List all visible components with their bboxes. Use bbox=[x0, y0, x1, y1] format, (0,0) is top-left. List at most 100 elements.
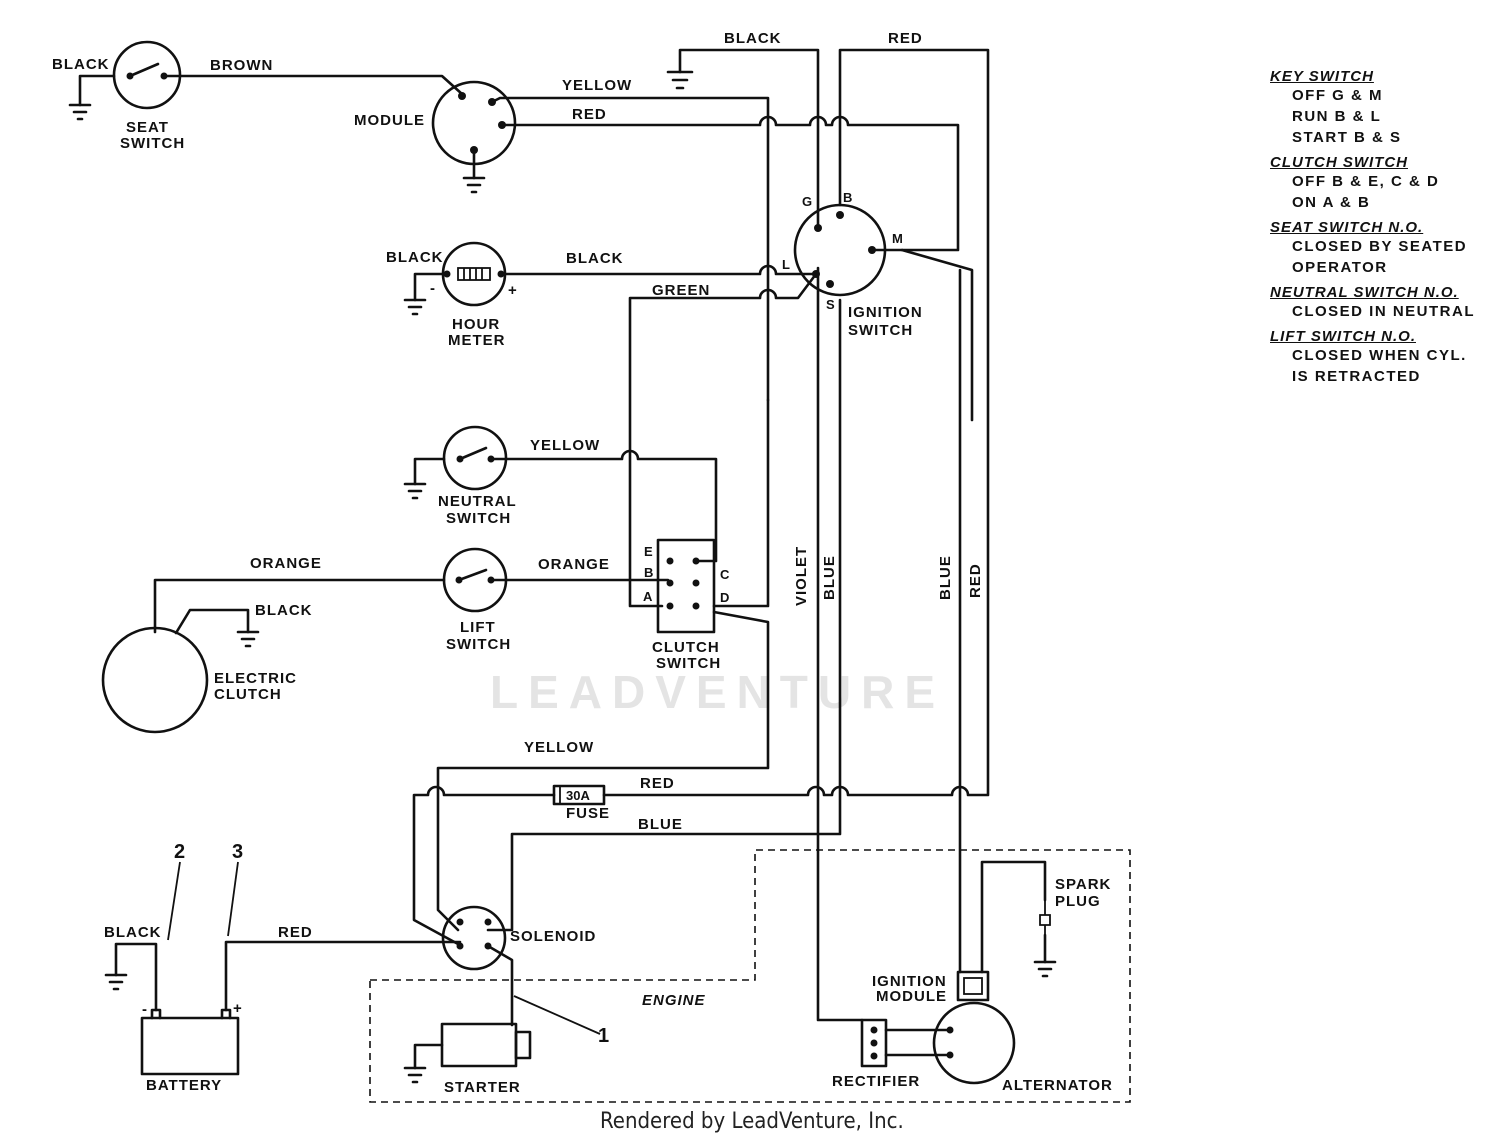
label-blue-v2: BLUE bbox=[937, 555, 954, 600]
label-lift-switch-1: LIFT bbox=[460, 619, 496, 636]
starter bbox=[440, 1022, 532, 1068]
battery bbox=[140, 1008, 240, 1076]
engine-boundary bbox=[369, 849, 1131, 1103]
label-ignition-module-1: IGNITION bbox=[872, 973, 947, 990]
label-electric-clutch-2: CLUTCH bbox=[214, 686, 282, 703]
label-top-red: RED bbox=[888, 30, 923, 47]
label-bat-plus: + bbox=[233, 1000, 243, 1017]
legend-heading: KEY SWITCH bbox=[1270, 68, 1374, 85]
hour-meter bbox=[441, 241, 507, 307]
label-hour-meter-2: METER bbox=[448, 332, 506, 349]
electric-clutch bbox=[101, 626, 209, 734]
label-num-2: 2 bbox=[174, 841, 185, 863]
label-ign-b: B bbox=[843, 190, 852, 205]
label-clutch-black: BLACK bbox=[255, 602, 313, 619]
watermark: LEADVENTURE bbox=[490, 666, 945, 718]
label-battery: BATTERY bbox=[146, 1077, 222, 1094]
legend-row: IS RETRACTED bbox=[1292, 368, 1421, 385]
label-cs-d: D bbox=[720, 590, 729, 605]
legend-key-switch: KEY SWITCH OFF G & M RUN B & L START B &… bbox=[1270, 68, 1485, 148]
label-hour-meter-1: HOUR bbox=[452, 316, 500, 333]
label-hm-minus: - bbox=[430, 280, 436, 297]
label-cs-c: C bbox=[720, 567, 730, 582]
label-electric-clutch-1: ELECTRIC bbox=[214, 670, 297, 687]
legend-row: CLOSED IN NEUTRAL bbox=[1292, 303, 1475, 320]
label-seat-brown: BROWN bbox=[210, 57, 273, 74]
label-rectifier: RECTIFIER bbox=[832, 1073, 920, 1090]
legend-seat-switch: SEAT SWITCH N.O. CLOSED BY SEATED OPERAT… bbox=[1270, 219, 1485, 278]
label-cs-a: A bbox=[643, 589, 653, 604]
legend-row: OPERATOR bbox=[1292, 259, 1388, 276]
label-seat-switch-2: SWITCH bbox=[120, 135, 185, 152]
footer-credit: Rendered by LeadVenture, Inc. bbox=[600, 1109, 904, 1134]
label-blue-v1: BLUE bbox=[821, 555, 838, 600]
label-lift-orange-left: ORANGE bbox=[250, 555, 322, 572]
spark-plug bbox=[1039, 900, 1051, 935]
clutch-switch bbox=[656, 538, 716, 634]
label-ignition-switch-1: IGNITION bbox=[848, 304, 923, 321]
legend-heading: NEUTRAL SWITCH N.O. bbox=[1270, 284, 1459, 301]
label-num-3: 3 bbox=[232, 841, 243, 863]
label-engine: ENGINE bbox=[642, 992, 706, 1009]
label-clutch-switch-2: SWITCH bbox=[656, 655, 721, 672]
label-module: MODULE bbox=[354, 112, 425, 129]
label-bottom-yellow: YELLOW bbox=[524, 739, 594, 756]
label-seat-black: BLACK bbox=[52, 56, 110, 73]
label-num-1: 1 bbox=[598, 1025, 609, 1047]
label-starter: STARTER bbox=[444, 1079, 521, 1096]
label-lift-orange-right: ORANGE bbox=[538, 556, 610, 573]
label-ign-l: L bbox=[782, 257, 790, 272]
label-ign-s: S bbox=[826, 297, 835, 312]
rectifier bbox=[860, 1018, 888, 1068]
label-module-yellow: YELLOW bbox=[562, 77, 632, 94]
label-alternator: ALTERNATOR bbox=[1002, 1077, 1113, 1094]
legend-row: RUN B & L bbox=[1292, 108, 1382, 125]
label-bottom-blue: BLUE bbox=[638, 816, 683, 833]
legend: KEY SWITCH OFF G & M RUN B & L START B &… bbox=[1270, 62, 1485, 387]
legend-heading: CLUTCH SWITCH bbox=[1270, 154, 1408, 171]
label-bat-minus: - bbox=[142, 1001, 148, 1018]
legend-neutral-switch: NEUTRAL SWITCH N.O. CLOSED IN NEUTRAL bbox=[1270, 284, 1485, 322]
legend-row: OFF G & M bbox=[1292, 87, 1383, 104]
label-neutral-switch-1: NEUTRAL bbox=[438, 493, 517, 510]
label-hm-plus: + bbox=[508, 282, 518, 299]
label-solenoid: SOLENOID bbox=[510, 928, 596, 945]
legend-heading: SEAT SWITCH N.O. bbox=[1270, 219, 1424, 236]
ignition-module bbox=[956, 970, 990, 1002]
label-red-v: RED bbox=[967, 563, 984, 598]
label-clutch-switch-1: CLUTCH bbox=[652, 639, 720, 656]
legend-row: OFF B & E, C & D bbox=[1292, 173, 1440, 190]
label-neutral-yellow: YELLOW bbox=[530, 437, 600, 454]
label-fuse: FUSE bbox=[566, 805, 610, 822]
label-bat-black: BLACK bbox=[104, 924, 162, 941]
solenoid bbox=[441, 905, 507, 971]
label-cs-b: B bbox=[644, 565, 653, 580]
label-seat-switch-1: SEAT bbox=[126, 119, 169, 136]
legend-lift-switch: LIFT SWITCH N.O. CLOSED WHEN CYL. IS RET… bbox=[1270, 328, 1485, 387]
label-violet: VIOLET bbox=[793, 546, 810, 606]
alternator bbox=[932, 1001, 1016, 1085]
legend-row: CLOSED BY SEATED bbox=[1292, 238, 1468, 255]
label-hour-black-right: BLACK bbox=[566, 250, 624, 267]
label-ign-m: M bbox=[892, 231, 903, 246]
label-neutral-switch-2: SWITCH bbox=[446, 510, 511, 527]
label-ignition-switch-2: SWITCH bbox=[848, 322, 913, 339]
label-ignition-module-2: MODULE bbox=[876, 988, 947, 1005]
label-lift-switch-2: SWITCH bbox=[446, 636, 511, 653]
legend-heading: LIFT SWITCH N.O. bbox=[1270, 328, 1416, 345]
legend-row: START B & S bbox=[1292, 129, 1402, 146]
label-ign-g: G bbox=[802, 194, 812, 209]
label-cs-e: E bbox=[644, 544, 653, 559]
legend-clutch-switch: CLUTCH SWITCH OFF B & E, C & D ON A & B bbox=[1270, 154, 1485, 213]
label-spark-plug-1: SPARK bbox=[1055, 876, 1111, 893]
label-green: GREEN bbox=[652, 282, 710, 299]
ground-symbol bbox=[68, 103, 92, 121]
label-top-black: BLACK bbox=[724, 30, 782, 47]
legend-row: CLOSED WHEN CYL. bbox=[1292, 347, 1467, 364]
label-hour-black-left: BLACK bbox=[386, 249, 444, 266]
label-fuse-red: RED bbox=[640, 775, 675, 792]
label-bat-red: RED bbox=[278, 924, 313, 941]
label-spark-plug-2: PLUG bbox=[1055, 893, 1101, 910]
label-fuse-value: 30A bbox=[566, 788, 590, 803]
